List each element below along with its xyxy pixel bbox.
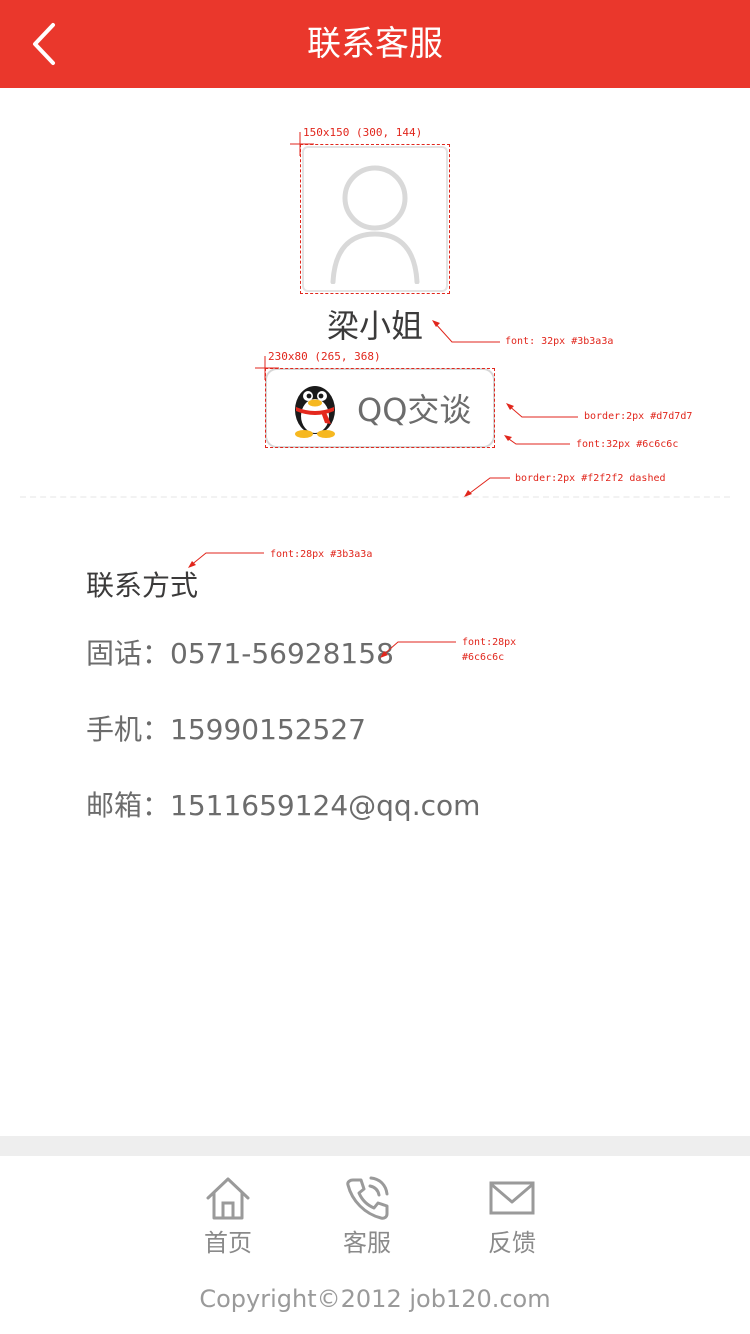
qq-chat-label: QQ交谈 (357, 391, 472, 429)
contact-name: 梁小姐 (326, 307, 423, 345)
annotation-qq-box (265, 368, 495, 448)
annotation-row-font: font:28px (462, 637, 517, 648)
mail-icon (489, 1181, 535, 1215)
nav-service[interactable]: 客服 (317, 1174, 417, 1266)
chevron-left-icon (33, 23, 55, 65)
annotation-avatar-box (300, 144, 450, 294)
nav-service-label: 客服 (343, 1229, 391, 1257)
annotation-divider: border:2px #f2f2f2 dashed (515, 473, 666, 484)
annotation-row-color: #6c6c6c (462, 652, 505, 663)
back-button[interactable] (18, 18, 70, 70)
header-bar (0, 0, 750, 88)
email-row: 邮箱：1511659124@qq.com (86, 789, 481, 822)
annotation-name-font: font: 32px #3b3a3a (505, 336, 614, 347)
mobile-row: 手机：15990152527 (86, 713, 366, 746)
user-avatar-icon (330, 165, 420, 284)
contact-section-title: 联系方式 (86, 569, 199, 602)
section-divider (20, 496, 730, 498)
home-icon (206, 1177, 250, 1220)
annotation-avatar-size: 150x150 (300, 144) (303, 126, 423, 139)
landline-row: 固话：0571-56928158 (86, 637, 394, 670)
footer-separator (0, 1136, 750, 1156)
nav-home-label: 首页 (204, 1229, 252, 1257)
annotation-qq-font: font:32px #6c6c6c (576, 439, 679, 450)
qq-penguin-icon (287, 378, 343, 438)
copyright-text: Copyright©2012 job120.com (199, 1285, 551, 1313)
nav-home[interactable]: 首页 (178, 1174, 278, 1266)
annotation-qq-size: 230x80 (265, 368) (268, 350, 381, 363)
annotation-qq-border: border:2px #d7d7d7 (584, 411, 693, 422)
page-title: 联系客服 (307, 24, 443, 64)
nav-feedback-label: 反馈 (488, 1229, 536, 1257)
avatar (302, 146, 448, 292)
annotation-section-font: font:28px #3b3a3a (270, 549, 373, 560)
footer (0, 1156, 750, 1334)
nav-feedback[interactable]: 反馈 (462, 1174, 562, 1266)
phone-icon (346, 1176, 389, 1220)
